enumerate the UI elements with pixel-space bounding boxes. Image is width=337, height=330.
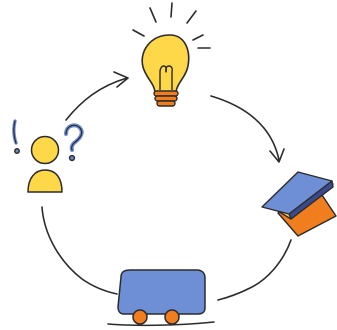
exclamation-icon — [12, 119, 20, 154]
bus-body — [117, 269, 206, 315]
arrow-questions-to-idea — [65, 71, 129, 121]
bulb-base — [153, 90, 179, 107]
lightbulb-icon — [132, 2, 211, 107]
cycle-arrows — [41, 71, 292, 301]
bulb-filament — [159, 65, 173, 90]
light-rays — [132, 2, 211, 49]
sheet-edge — [288, 180, 334, 220]
arc-plan-to-delivery — [217, 239, 292, 301]
bus-wheel-back — [164, 309, 180, 325]
question-mark-icon — [64, 123, 84, 162]
bus-icon — [107, 269, 215, 327]
bus-wheel-front — [132, 309, 148, 325]
arc-delivery-to-questions — [41, 206, 118, 295]
confused-person-icon — [12, 119, 84, 193]
person-torso — [27, 169, 63, 193]
stacked-sheets-icon — [261, 171, 337, 237]
person-head — [30, 135, 60, 165]
ground-line — [107, 321, 215, 327]
bulb-glass — [141, 34, 190, 93]
arrow-idea-to-plan — [210, 95, 285, 163]
